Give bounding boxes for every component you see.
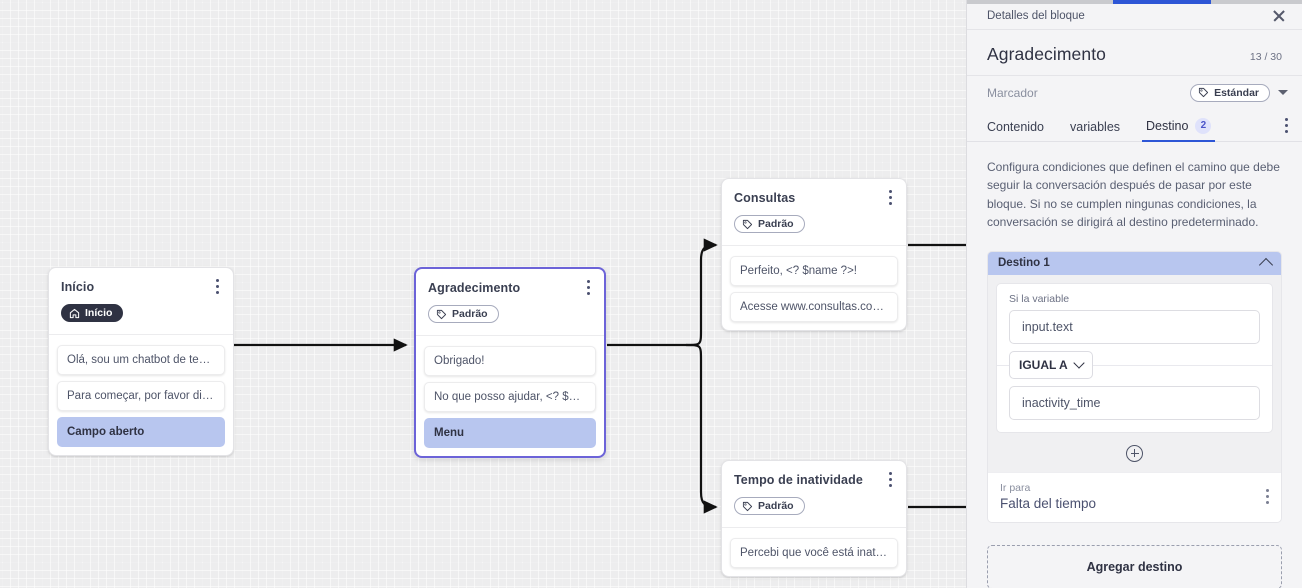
progress-bar-fill	[1113, 0, 1211, 4]
node-menu-button[interactable]	[209, 277, 225, 295]
operator-row: IGUAL A	[997, 348, 1272, 382]
tag-icon	[742, 219, 753, 229]
node-title: Tempo de inatividade	[734, 473, 863, 487]
tag-icon	[742, 501, 753, 511]
node-item[interactable]: Acesse www.consultas.com par...	[730, 291, 898, 322]
panel-tabs: Contenido variables Destino 2	[967, 110, 1302, 142]
operator-label: IGUAL A	[1019, 357, 1068, 372]
node-divider	[722, 244, 906, 246]
node-item-list: Perfeito, <? $name ?>! Acesse www.consul…	[722, 255, 906, 322]
variable-input[interactable]: input.text	[1009, 309, 1260, 344]
node-divider	[722, 526, 906, 528]
tabs-overflow-menu-button[interactable]	[1285, 117, 1288, 141]
node-item[interactable]: Para começar, por favor digite o ...	[57, 380, 225, 411]
character-counter: 13 / 30	[1249, 50, 1282, 63]
node-item[interactable]: Percebi que você está inativo. C...	[730, 537, 898, 568]
panel-title-row: Agradecimento 13 / 30	[967, 30, 1302, 76]
flow-node-inicio[interactable]: Início Início Olá, sou um chatbot de tes…	[48, 267, 234, 456]
progress-bar-track	[967, 0, 1302, 4]
chevron-down-icon[interactable]	[1278, 90, 1288, 96]
node-header: Consultas Padrão	[722, 179, 906, 235]
panel-header: Detalles del bloque	[967, 4, 1302, 30]
node-item[interactable]: Olá, sou um chatbot de teste!	[57, 344, 225, 375]
compare-value-input[interactable]: inactivity_time	[1009, 385, 1260, 420]
node-tag-label: Padrão	[758, 218, 794, 230]
node-badge-row: Padrão	[734, 215, 894, 235]
node-header: Tempo de inatividade Padrão	[722, 461, 906, 517]
node-divider	[416, 334, 604, 336]
node-badge-row: Padrão	[734, 497, 894, 517]
node-menu-button[interactable]	[580, 278, 596, 296]
node-item-list: Percebi que você está inativo. C...	[722, 537, 906, 568]
panel-body: Configura condiciones que definen el cam…	[967, 142, 1302, 588]
tab-contenido[interactable]: Contenido	[987, 120, 1044, 141]
node-menu-button[interactable]	[882, 188, 898, 206]
destination-description: Configura condiciones que definen el cam…	[987, 159, 1280, 230]
node-tag-label: Início	[85, 307, 113, 319]
node-badge-row: Início	[61, 304, 221, 324]
node-divider	[49, 333, 233, 335]
goto-texts: Ir para Falta del tiempo	[1000, 482, 1096, 511]
close-icon[interactable]	[1270, 7, 1288, 25]
node-tag-pill[interactable]: Início	[61, 304, 124, 322]
destination-card: Destino 1 Si la variable input.text IGUA…	[987, 250, 1282, 523]
node-item-list: Olá, sou um chatbot de teste! Para começ…	[49, 344, 233, 447]
node-header: Início Início	[49, 268, 233, 324]
node-title: Início	[61, 280, 95, 294]
node-tag-pill[interactable]: Padrão	[734, 497, 805, 515]
flow-node-consultas[interactable]: Consultas Padrão Perfeito, <? $name ?>! …	[721, 178, 907, 331]
node-menu-button[interactable]	[882, 470, 898, 488]
add-condition-row	[988, 441, 1281, 472]
node-item[interactable]: Menu	[424, 417, 596, 448]
goto-menu-button[interactable]	[1266, 488, 1269, 504]
goto-label: Ir para	[1000, 481, 1031, 494]
home-icon	[69, 308, 80, 318]
node-tag-pill[interactable]: Padrão	[428, 305, 499, 323]
node-tag-label: Padrão	[452, 308, 488, 320]
node-item[interactable]: Obrigado!	[424, 345, 596, 376]
operator-select[interactable]: IGUAL A	[1009, 350, 1093, 379]
tag-icon	[436, 309, 447, 319]
marker-value-pill[interactable]: Estándar	[1190, 83, 1270, 102]
tab-label: variables	[1070, 119, 1121, 134]
panel-header-title: Detalles del bloque	[987, 10, 1085, 23]
marker-controls: Estándar	[1190, 83, 1288, 102]
chevron-up-icon[interactable]	[1258, 258, 1274, 273]
block-details-panel: Detalles del bloque Agradecimento 13 / 3…	[966, 0, 1302, 588]
goto-row[interactable]: Ir para Falta del tiempo	[988, 471, 1281, 522]
destination-title: Destino 1	[998, 257, 1050, 270]
goto-value: Falta del tiempo	[1000, 495, 1097, 511]
add-destination-button[interactable]: Agregar destino	[987, 544, 1282, 588]
tab-badge-count: 2	[1195, 117, 1212, 134]
flow-node-tempo-de-inatividade[interactable]: Tempo de inatividade Padrão Percebi que …	[721, 460, 907, 577]
condition-label: Si la variable	[1009, 292, 1070, 305]
node-tag-pill[interactable]: Padrão	[734, 215, 805, 233]
node-item[interactable]: No que posso ajudar, <? $name ...	[424, 381, 596, 412]
marker-value-label: Estándar	[1214, 86, 1259, 99]
condition-box: Si la variable input.text IGUAL A inacti…	[996, 282, 1273, 433]
marker-label: Marcador	[987, 85, 1038, 100]
destination-header[interactable]: Destino 1	[988, 251, 1281, 275]
tag-icon	[1198, 88, 1209, 98]
node-badge-row: Padrão	[428, 305, 592, 325]
tab-destino[interactable]: Destino 2	[1142, 117, 1216, 142]
node-item[interactable]: Campo aberto	[57, 416, 225, 447]
flow-node-agradecimento[interactable]: Agradecimento Padrão Obrigado! No que po…	[414, 267, 606, 458]
flow-canvas[interactable]: Início Início Olá, sou um chatbot de tes…	[0, 0, 966, 588]
node-tag-label: Padrão	[758, 500, 794, 512]
tab-label: Destino	[1146, 118, 1189, 133]
marker-row: Marcador Estándar	[967, 76, 1302, 110]
page-title: Agradecimento	[987, 43, 1107, 64]
tab-variables[interactable]: variables	[1070, 120, 1120, 141]
node-item[interactable]: Perfeito, <? $name ?>!	[730, 255, 898, 286]
node-item-list: Obrigado! No que posso ajudar, <? $name …	[416, 345, 604, 448]
node-header: Agradecimento Padrão	[416, 269, 604, 325]
plus-circle-icon[interactable]	[1126, 444, 1143, 462]
node-title: Consultas	[734, 191, 796, 205]
tab-label: Contenido	[987, 119, 1044, 134]
chevron-down-icon	[1073, 357, 1085, 370]
node-title: Agradecimento	[428, 281, 521, 295]
